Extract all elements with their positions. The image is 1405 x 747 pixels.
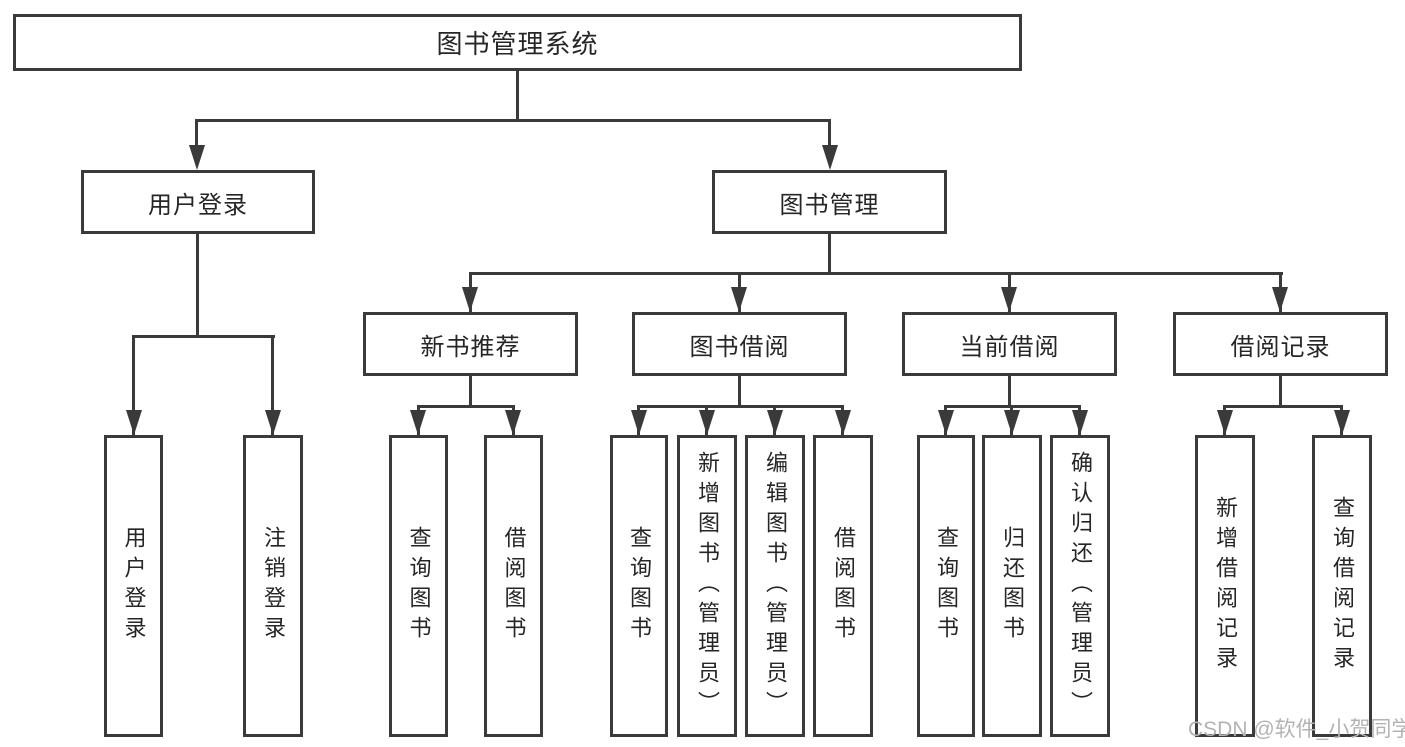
- leaf-add-books-admin: 新增图书（管理员）: [677, 435, 737, 737]
- arrow-down-icon: [938, 410, 954, 435]
- node-book-management: 图书管理: [712, 170, 947, 234]
- connector-to-leaf: [132, 335, 135, 435]
- arrow-down-icon: [1272, 287, 1288, 312]
- connector-root-stem: [516, 71, 519, 121]
- arrow-down-icon: [835, 410, 851, 435]
- arrow-down-icon: [699, 410, 715, 435]
- leaf-logout: 注销登录: [243, 435, 303, 737]
- leaf-label: 借阅图书: [501, 526, 527, 646]
- arrow-down-icon: [822, 145, 838, 170]
- connector-module-stem: [1279, 376, 1282, 408]
- leaf-confirm-return-admin: 确认归还（管理员）: [1050, 435, 1110, 737]
- arrow-down-icon: [1217, 410, 1233, 435]
- connector-module-stem: [1008, 376, 1011, 408]
- leaf-label: 查询借阅记录: [1330, 496, 1355, 676]
- arrow-down-icon: [189, 145, 205, 170]
- leaf-label: 确认归还（管理员）: [1068, 451, 1093, 721]
- leaf-recommend-borrow-books: 借阅图书: [484, 435, 543, 737]
- node-current-borrowing: 当前借阅: [902, 312, 1117, 376]
- leaf-label: 新增借阅记录: [1213, 496, 1238, 676]
- connector-to-user-login: [195, 119, 198, 164]
- connector-module-split: [1223, 405, 1343, 408]
- leaf-label: 用户登录: [121, 526, 147, 646]
- arrow-down-icon: [1001, 287, 1017, 312]
- leaf-edit-books-admin: 编辑图书（管理员）: [745, 435, 805, 737]
- node-label: 借阅记录: [1230, 333, 1331, 361]
- leaf-label: 注销登录: [261, 526, 286, 646]
- arrow-down-icon: [767, 410, 783, 435]
- connector-to-leaf: [271, 335, 274, 435]
- node-label: 新书推荐: [420, 333, 521, 361]
- leaf-label: 查询图书: [406, 526, 432, 646]
- connector-module-stem: [469, 376, 472, 408]
- arrow-down-icon: [1334, 410, 1350, 435]
- connector-module-split: [417, 405, 515, 408]
- connector-module-stem: [738, 376, 741, 408]
- leaf-borrow-books: 借阅图书: [813, 435, 873, 737]
- arrow-down-icon: [505, 410, 521, 435]
- leaf-label: 归还图书: [1000, 526, 1025, 646]
- arrow-down-icon: [126, 410, 142, 435]
- leaf-recommend-query-books: 查询图书: [389, 435, 448, 737]
- leaf-borrow-query-books: 查询图书: [610, 435, 668, 737]
- csdn-watermark: CSDN @软件_小贺同学: [1188, 718, 1405, 741]
- connector-to-book-management: [828, 119, 831, 164]
- node-label: 图书管理: [779, 191, 880, 219]
- leaf-label: 编辑图书（管理员）: [763, 451, 788, 721]
- arrow-down-icon: [1072, 410, 1088, 435]
- node-borrowing-records: 借阅记录: [1173, 312, 1388, 376]
- leaf-current-query-books: 查询图书: [917, 435, 975, 737]
- leaf-user-login: 用户登录: [104, 435, 163, 737]
- connector-user-login-split: [132, 335, 275, 338]
- arrow-down-icon: [731, 287, 747, 312]
- connector-user-login-stem: [196, 234, 199, 338]
- leaf-add-borrow-record: 新增借阅记录: [1195, 435, 1255, 737]
- node-label: 图书借阅: [689, 333, 790, 361]
- node-user-login: 用户登录: [81, 170, 315, 234]
- connector-module-split: [637, 405, 844, 408]
- leaf-label: 借阅图书: [831, 526, 856, 646]
- arrow-down-icon: [462, 287, 478, 312]
- node-label: 图书管理系统: [436, 29, 599, 59]
- leaf-label: 查询图书: [627, 526, 652, 646]
- node-label: 当前借阅: [959, 333, 1060, 361]
- arrow-down-icon: [265, 410, 281, 435]
- arrow-down-icon: [1004, 410, 1020, 435]
- node-book-borrowing: 图书借阅: [632, 312, 847, 376]
- leaf-label: 新增图书（管理员）: [695, 451, 720, 721]
- connector-book-management-stem: [828, 234, 831, 275]
- leaf-label: 查询图书: [934, 526, 959, 646]
- arrow-down-icon: [410, 410, 426, 435]
- node-library-management-system: 图书管理系统: [13, 14, 1022, 71]
- connector-book-management-split: [469, 272, 1283, 275]
- leaf-query-borrow-record: 查询借阅记录: [1312, 435, 1372, 737]
- connector-root-split: [195, 119, 831, 122]
- node-new-book-recommendation: 新书推荐: [363, 312, 578, 376]
- leaf-return-books: 归还图书: [982, 435, 1042, 737]
- arrow-down-icon: [631, 410, 647, 435]
- node-label: 用户登录: [148, 191, 248, 219]
